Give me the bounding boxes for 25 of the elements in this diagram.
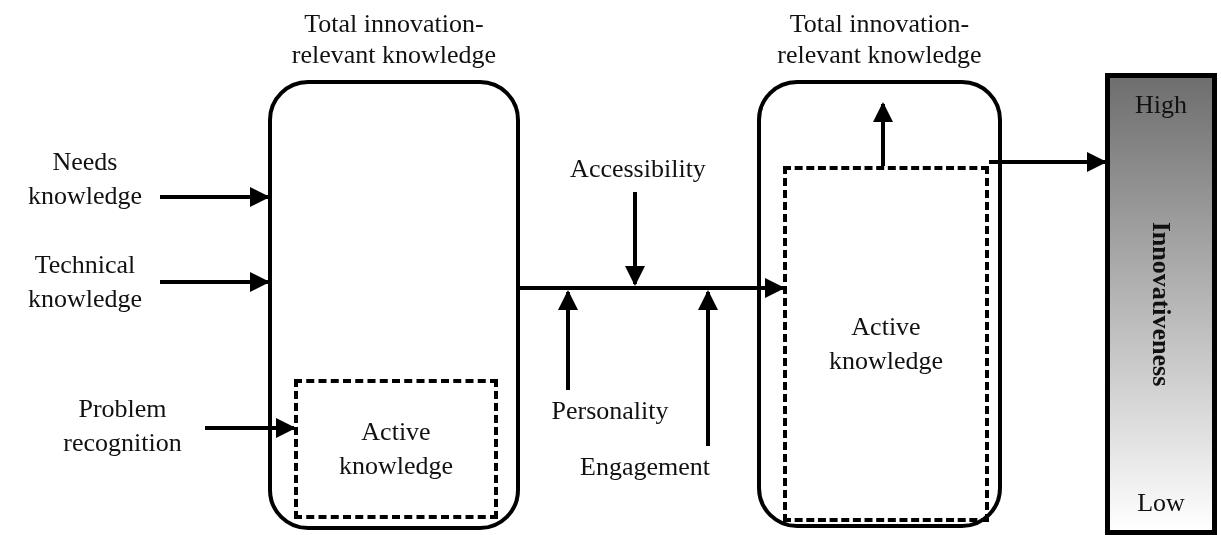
box-title: Total innovation-relevant knowledge [776, 8, 983, 71]
arrow [625, 192, 645, 286]
box-label: Active knowledge [337, 416, 455, 482]
box-title: Total innovation-relevant knowledge [290, 8, 498, 71]
factor-label: Needs knowledge [10, 145, 160, 215]
arrow [205, 418, 296, 438]
arrow [160, 272, 270, 292]
factor-label: Accessibility [548, 152, 728, 188]
arrow [160, 187, 270, 207]
arrow [989, 152, 1107, 172]
factor-label: Engagement [562, 450, 728, 486]
factor-label: Problem recognition [40, 392, 205, 462]
factor-label: Technical knowledge [10, 248, 160, 318]
factor-label: Personality [532, 394, 688, 430]
dashed-box [783, 166, 989, 522]
arrow [520, 278, 785, 298]
arrow [873, 102, 893, 166]
axis-label: Innovativeness [1145, 221, 1177, 387]
box-label: Active knowledge [827, 311, 945, 377]
arrow [698, 290, 718, 446]
gradient-scale-bar [1105, 73, 1217, 535]
dashed-box [294, 379, 498, 519]
scale-label: Low [1136, 487, 1186, 520]
arrow [558, 290, 578, 390]
scale-label: High [1134, 89, 1188, 121]
